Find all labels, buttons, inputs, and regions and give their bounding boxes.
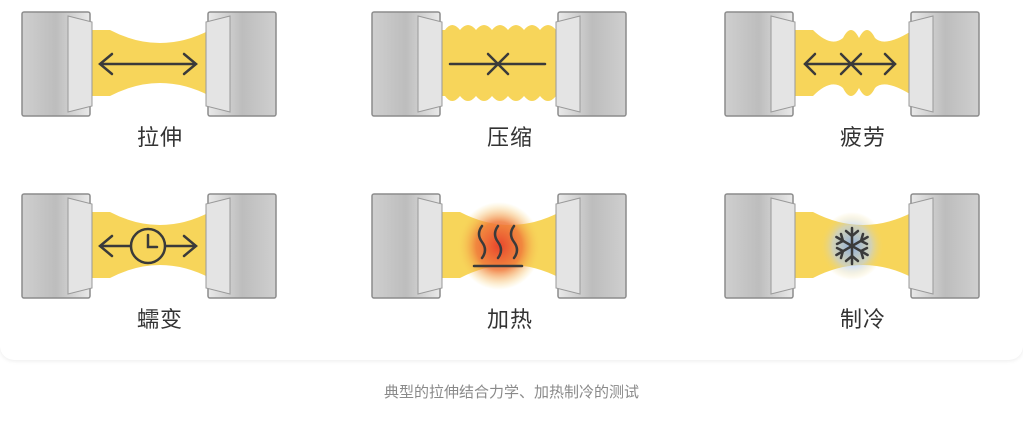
cell-heating: 加热	[360, 190, 660, 370]
heating-diagram	[371, 193, 627, 299]
creep-diagram	[21, 193, 277, 299]
left-grip-face	[417, 197, 443, 295]
cell-fatigue: 疲劳	[713, 8, 1013, 188]
cell-label: 加热	[486, 308, 533, 333]
converging-arrows-icon	[448, 52, 547, 76]
compression-diagram	[371, 11, 627, 117]
left-grip-face	[770, 15, 796, 113]
double-arrow-icon	[98, 52, 198, 76]
fatigue-diagram	[724, 11, 980, 117]
left-grip-face	[417, 15, 443, 113]
figure-caption: 典型的拉伸结合力学、加热制冷的测试	[383, 383, 639, 401]
left-grip-face	[67, 15, 93, 113]
cell-creep: 蠕变	[10, 190, 310, 370]
figure-card: 拉伸 压缩	[10, 8, 1013, 333]
right-grip-face	[205, 197, 231, 295]
right-grip-face	[205, 15, 231, 113]
right-grip-face	[908, 15, 934, 113]
cell-label: 压缩	[486, 126, 533, 151]
cell-tension: 拉伸	[10, 8, 310, 188]
cell-label: 拉伸	[136, 126, 183, 151]
cell-label: 疲劳	[839, 126, 886, 151]
tension-diagram	[21, 11, 277, 117]
cell-label: 蠕变	[136, 308, 183, 333]
right-grip-face	[908, 197, 934, 295]
right-grip-face	[555, 15, 581, 113]
cell-label: 制冷	[839, 308, 886, 333]
cell-cooling: 制冷	[713, 190, 1013, 370]
cell-compression: 压缩	[360, 8, 660, 188]
clock-arrows-icon	[98, 227, 198, 265]
right-grip-face	[555, 197, 581, 295]
oscillating-arrows-icon	[803, 52, 897, 76]
left-grip-face	[67, 197, 93, 295]
left-grip-face	[770, 197, 796, 295]
snowflake-icon	[835, 226, 869, 266]
cooling-diagram	[724, 193, 980, 299]
heat-waves-icon	[472, 224, 524, 268]
